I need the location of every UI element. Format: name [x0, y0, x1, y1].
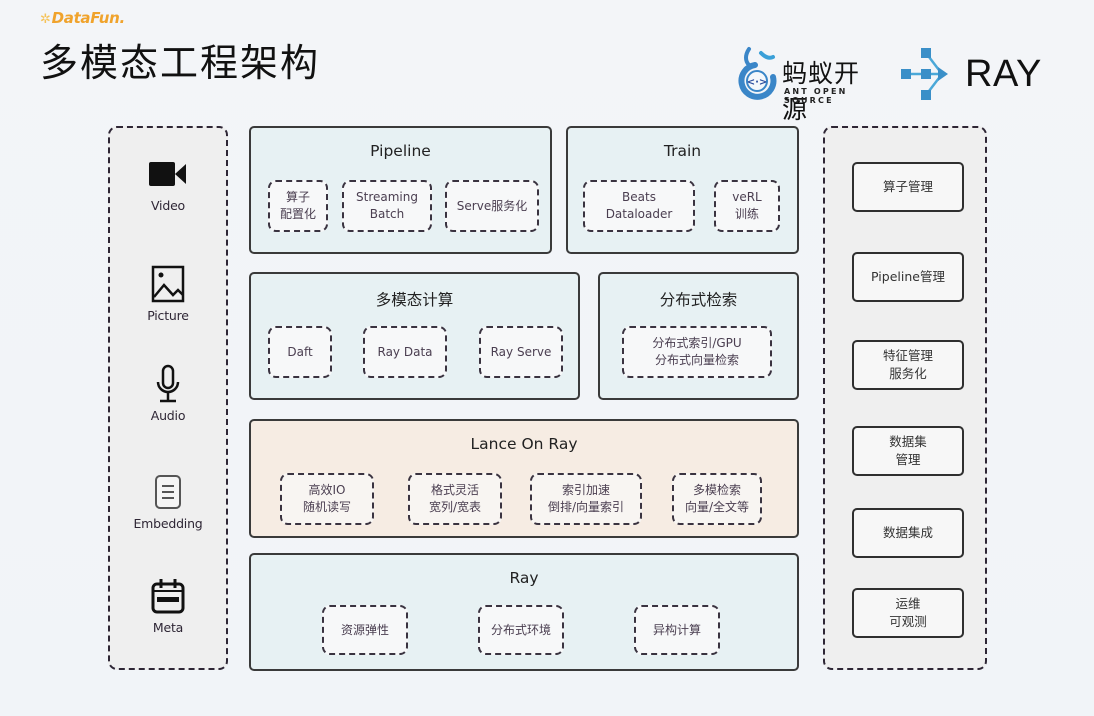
page-title: 多模态工程架构: [40, 41, 321, 85]
ray-item: 资源弹性: [322, 605, 408, 655]
pipeline-item: Serve服务化: [445, 180, 539, 232]
modality-video: Video: [110, 154, 226, 213]
mgmt-data-integration: 数据集成: [852, 508, 964, 558]
spark-icon: ✲: [40, 12, 51, 27]
lance-item: 格式灵活 宽列/宽表: [408, 473, 502, 525]
train-item: veRL 训练: [714, 180, 780, 232]
compute-item: Daft: [268, 326, 332, 378]
lance-item: 高效IO 随机读写: [280, 473, 374, 525]
document-icon: [148, 472, 188, 512]
modality-meta: Meta: [110, 576, 226, 635]
picture-icon: [148, 264, 188, 304]
svg-text:<·>: <·>: [747, 77, 768, 88]
modality-embedding: Embedding: [110, 472, 226, 531]
panel-title: Lance On Ray: [470, 435, 578, 453]
distributed-retrieval-panel: 分布式检索 分布式索引/GPU 分布式向量检索: [598, 272, 799, 400]
ant-logo-icon: <·>: [738, 47, 777, 100]
datafun-logo: ✲DataFun.: [40, 9, 125, 27]
modality-audio: Audio: [110, 364, 226, 423]
mgmt-operator: 算子管理: [852, 162, 964, 212]
panel-title: 多模态计算: [375, 291, 454, 309]
pipeline-item: 算子 配置化: [268, 180, 328, 232]
mgmt-dataset: 数据集 管理: [852, 426, 964, 476]
ray-item: 分布式环境: [478, 605, 564, 655]
modality-label: Embedding: [133, 516, 203, 531]
ray-item: 异构计算: [634, 605, 720, 655]
panel-title: 分布式检索: [659, 291, 738, 309]
ant-open-source-logo: <·> 蚂蚁开源 ANT OPEN SOURCE: [735, 43, 880, 124]
modality-label: Meta: [152, 620, 184, 635]
lance-item: 索引加速 倒排/向量索引: [530, 473, 642, 525]
modality-picture: Picture: [110, 264, 226, 323]
microphone-icon: [148, 364, 188, 404]
video-camera-icon: [148, 154, 188, 194]
ray-logo-icon: [901, 48, 948, 100]
ray-logo: RAY: [900, 45, 1042, 105]
panel-title: Pipeline: [370, 142, 431, 160]
retrieval-item: 分布式索引/GPU 分布式向量检索: [622, 326, 772, 378]
mgmt-pipeline: Pipeline管理: [852, 252, 964, 302]
mgmt-feature-service: 特征管理 服务化: [852, 340, 964, 390]
mgmt-ops-observability: 运维 可观测: [852, 588, 964, 638]
modality-label: Video: [150, 198, 186, 213]
modality-label: Picture: [147, 308, 189, 323]
pipeline-item: Streaming Batch: [342, 180, 432, 232]
ant-logo-cn: 蚂蚁开源: [782, 59, 861, 124]
panel-title: Train: [663, 142, 702, 160]
train-item: Beats Dataloader: [583, 180, 695, 232]
train-panel: Train Beats Dataloader veRL 训练: [566, 126, 799, 254]
modality-label: Audio: [150, 408, 186, 423]
brand-text: DataFun.: [51, 9, 126, 27]
panel-title: Ray: [509, 569, 539, 587]
calendar-icon: [148, 576, 188, 616]
management-column: 算子管理 Pipeline管理 特征管理 服务化 数据集 管理 数据集成 运维 …: [823, 126, 987, 670]
data-modalities-column: Video Picture Audio Embedding Meta: [108, 126, 228, 670]
ray-logo-text: RAY: [965, 53, 1042, 95]
compute-item: Ray Data: [363, 326, 447, 378]
pipeline-panel: Pipeline 算子 配置化 Streaming Batch Serve服务化: [249, 126, 552, 254]
lance-item: 多模检索 向量/全文等: [672, 473, 762, 525]
compute-item: Ray Serve: [479, 326, 563, 378]
lance-on-ray-panel: Lance On Ray 高效IO 随机读写 格式灵活 宽列/宽表 索引加速 倒…: [249, 419, 799, 538]
multimodal-compute-panel: 多模态计算 Daft Ray Data Ray Serve: [249, 272, 580, 400]
ray-panel: Ray 资源弹性 分布式环境 异构计算: [249, 553, 799, 671]
ant-logo-en: ANT OPEN SOURCE: [784, 87, 848, 105]
